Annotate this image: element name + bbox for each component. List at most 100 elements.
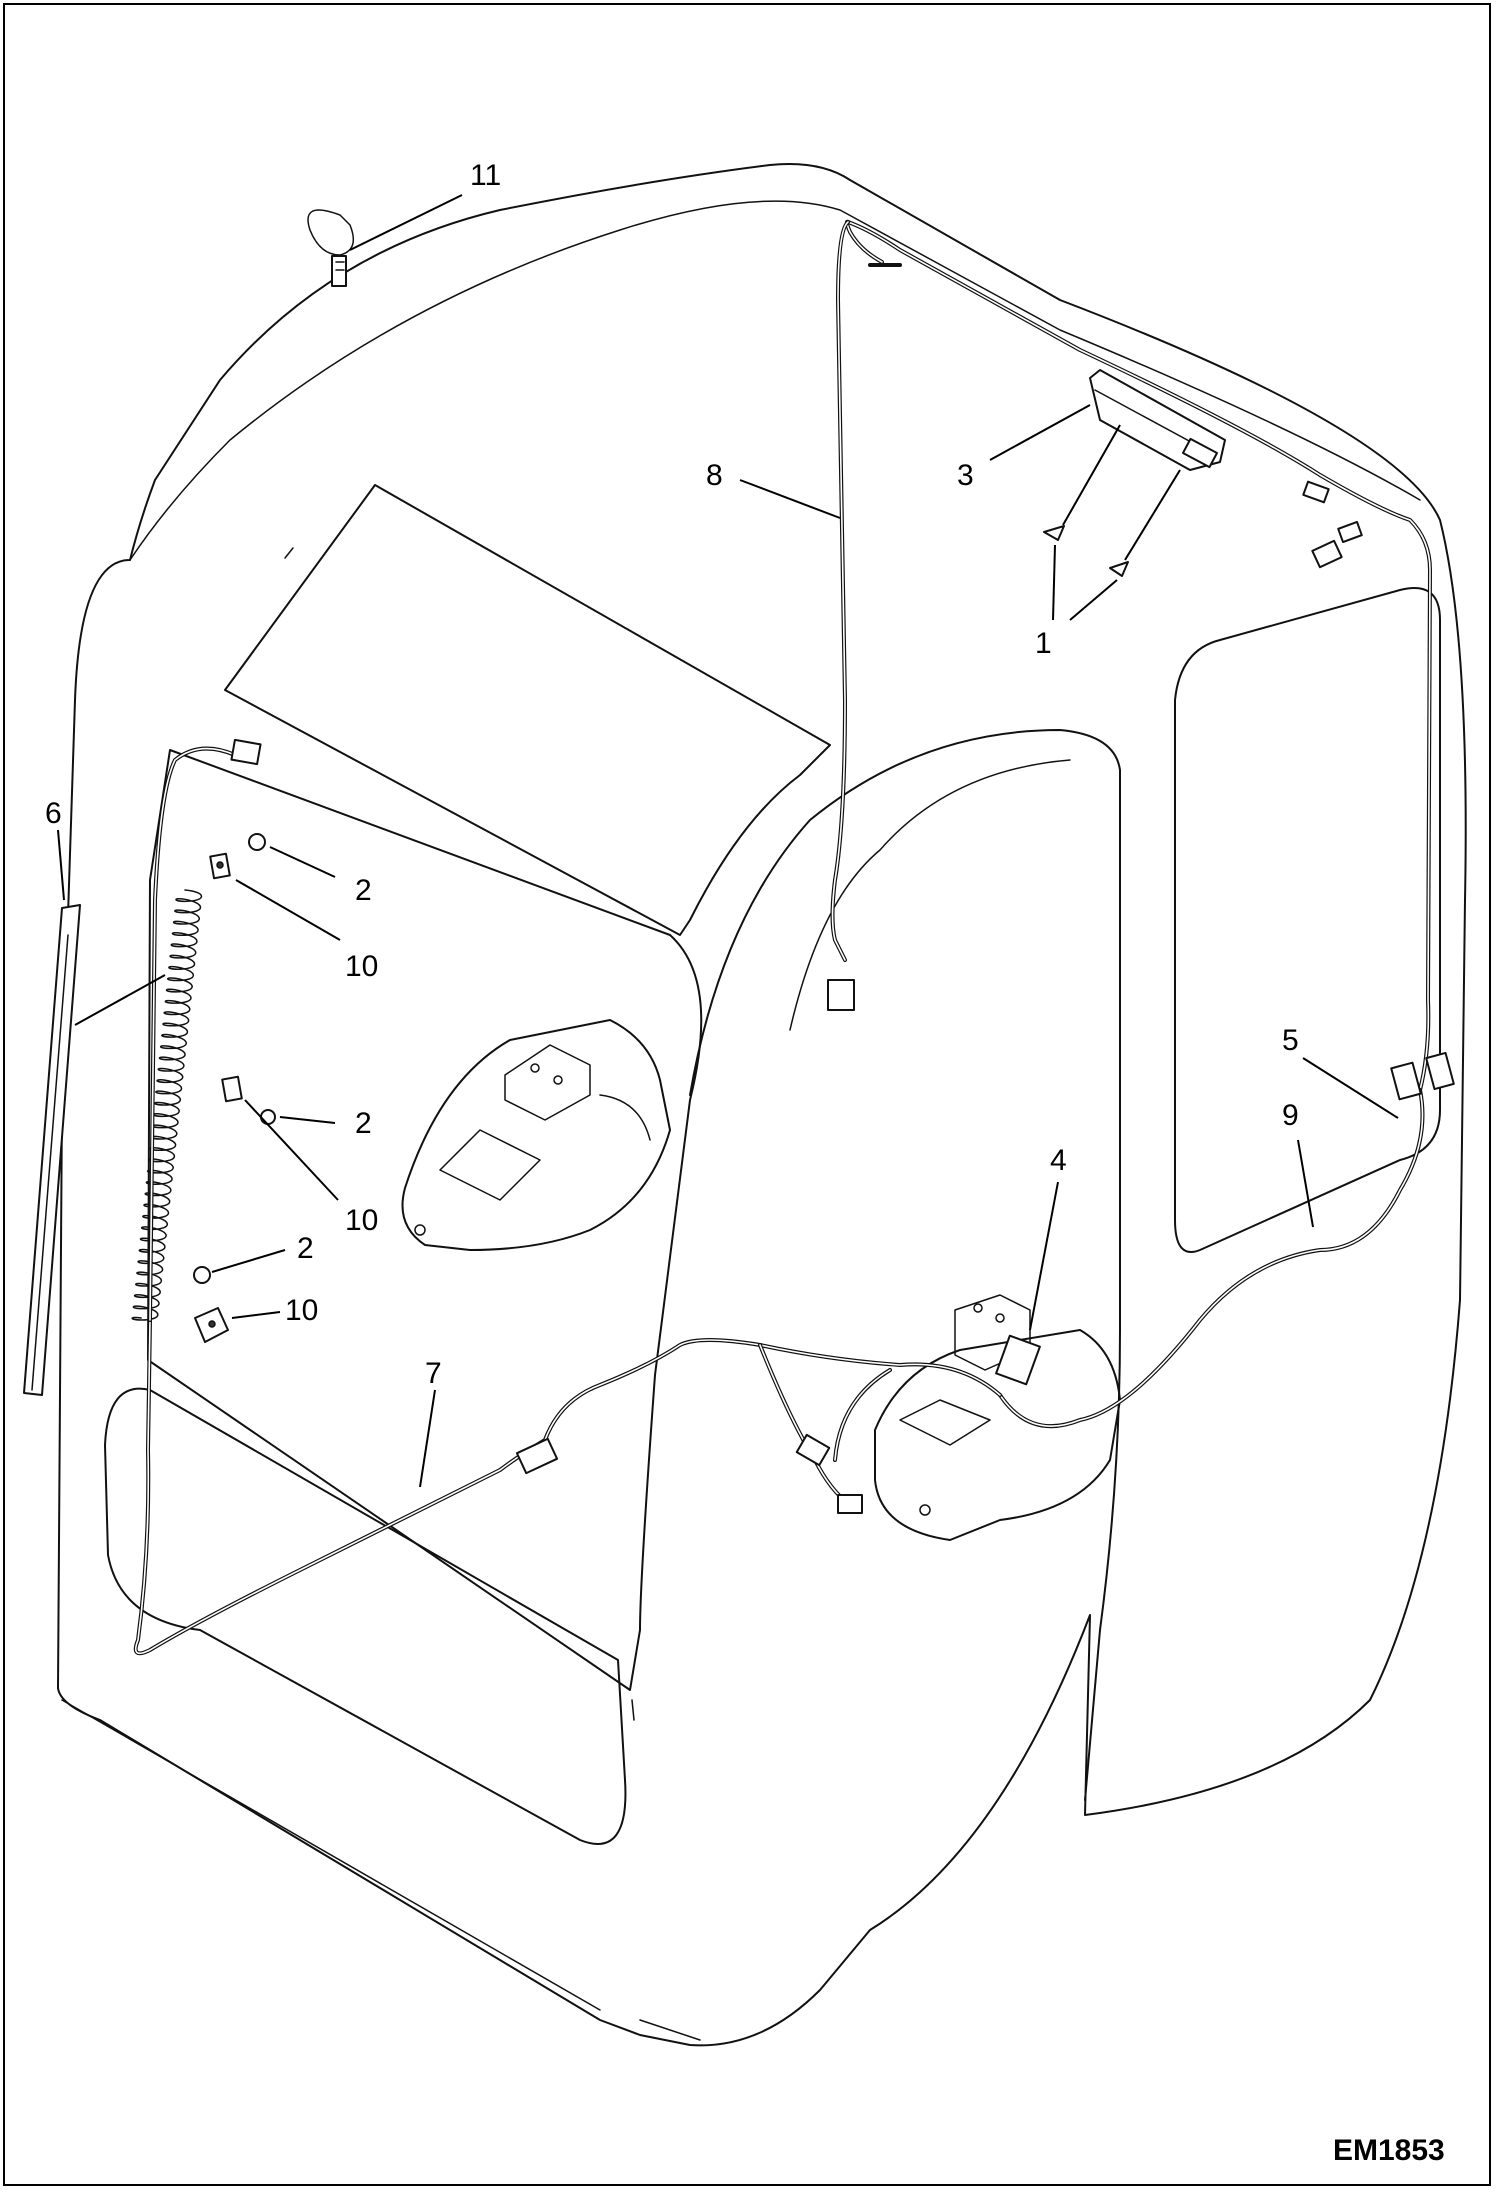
leader-3 bbox=[989, 404, 1091, 461]
callout-3: 3 bbox=[957, 459, 974, 492]
connector-roof-c bbox=[1337, 521, 1363, 543]
part-1-rivets bbox=[1043, 525, 1129, 577]
harness-9 bbox=[998, 1088, 1425, 1429]
leader-9 bbox=[1297, 1139, 1314, 1228]
cab-floor-edge bbox=[61, 1699, 601, 2011]
console-hole bbox=[995, 1313, 1005, 1323]
callout-10-mid: 10 bbox=[345, 1204, 378, 1237]
leader-10b bbox=[244, 1099, 339, 1201]
harness-7-branch-inner bbox=[759, 1344, 851, 1506]
console-foot bbox=[919, 1504, 931, 1516]
connector-4 bbox=[995, 1334, 1041, 1386]
callout-8: 8 bbox=[706, 459, 723, 492]
coiled-cord-path bbox=[131, 889, 203, 1321]
leader-10a bbox=[235, 879, 341, 941]
left-console bbox=[401, 1019, 671, 1251]
diagram-frame bbox=[3, 3, 1491, 2186]
connectors bbox=[230, 480, 1455, 1514]
leader-8 bbox=[739, 479, 841, 519]
screw-2a bbox=[248, 833, 266, 851]
leader-1a bbox=[1052, 544, 1056, 621]
clip-10b bbox=[221, 1075, 243, 1103]
leader-11 bbox=[349, 194, 463, 251]
callout-4: 4 bbox=[1050, 1144, 1067, 1177]
callout-1: 1 bbox=[1035, 627, 1052, 660]
loop-tie-clip bbox=[331, 255, 347, 287]
wiring-harnesses bbox=[133, 219, 1432, 1656]
leader-2b bbox=[279, 1116, 336, 1124]
screw-2c bbox=[193, 1266, 211, 1284]
leader-5 bbox=[1302, 1057, 1399, 1119]
roof-window bbox=[224, 484, 831, 936]
leader-1b bbox=[1069, 579, 1118, 621]
cab-outer-shell bbox=[57, 163, 1467, 2047]
left-console-side bbox=[599, 1094, 651, 1141]
leader-3b bbox=[1062, 424, 1121, 526]
console-hole bbox=[553, 1075, 563, 1085]
leader-3c bbox=[1124, 469, 1181, 561]
leader-2c bbox=[211, 1249, 286, 1273]
part-2-10-clips bbox=[193, 833, 276, 1343]
callout-10-low: 10 bbox=[285, 1294, 318, 1327]
harness-7-branch bbox=[758, 1343, 852, 1507]
screw-2b bbox=[260, 1109, 276, 1125]
callout-11: 11 bbox=[470, 159, 501, 192]
door-seam bbox=[631, 1699, 635, 1721]
harness-8 bbox=[844, 219, 1432, 1092]
leader-7 bbox=[419, 1389, 436, 1488]
harness-8-inner bbox=[846, 220, 1431, 1091]
coiled-cord bbox=[131, 889, 203, 1321]
connector-floor-b bbox=[837, 1494, 863, 1514]
leader-lines bbox=[57, 194, 1399, 1488]
callout-6: 6 bbox=[45, 797, 62, 830]
callout-2-mid: 2 bbox=[355, 1107, 372, 1140]
harness-8-down bbox=[830, 220, 850, 962]
cab-floor-edge-2 bbox=[639, 2019, 701, 2041]
leader-6b bbox=[74, 974, 166, 1026]
part-11-loop-tie bbox=[307, 209, 355, 287]
roof-window-inner bbox=[284, 547, 294, 559]
callout-5: 5 bbox=[1282, 1024, 1299, 1057]
seal-strip-body bbox=[23, 904, 81, 1396]
connector-roof-a bbox=[1302, 480, 1330, 504]
harness-7 bbox=[133, 1318, 1002, 1656]
loop-tie-ring bbox=[307, 209, 355, 256]
console-hole bbox=[973, 1303, 983, 1313]
connector-pillar-8 bbox=[827, 979, 855, 1011]
left-console-top bbox=[504, 1044, 591, 1121]
connector-left-top bbox=[230, 738, 262, 766]
left-lower-window bbox=[104, 1387, 627, 1845]
callout-9: 9 bbox=[1282, 1099, 1299, 1132]
center-pillar bbox=[689, 729, 1121, 1801]
right-console bbox=[874, 1294, 1121, 1541]
leader-10c bbox=[231, 1311, 281, 1319]
connector-7 bbox=[515, 1437, 559, 1475]
callout-2-top: 2 bbox=[355, 874, 372, 907]
left-console-panel bbox=[439, 1129, 541, 1201]
harness-8-down-inner bbox=[831, 221, 849, 961]
leader-4 bbox=[1029, 1181, 1059, 1331]
harness-9-inner bbox=[999, 1089, 1424, 1427]
rivet-1 bbox=[1043, 525, 1065, 541]
left-console-body bbox=[401, 1019, 671, 1251]
harness-7-branch2-inner bbox=[834, 1369, 891, 1461]
leader-6 bbox=[57, 829, 65, 901]
callout-2-low: 2 bbox=[297, 1232, 314, 1265]
connector-5a bbox=[1390, 1061, 1422, 1101]
harness-7-inner bbox=[134, 1319, 1001, 1655]
callout-7: 7 bbox=[425, 1357, 442, 1390]
clip-hole bbox=[208, 1320, 216, 1328]
console-hole bbox=[530, 1063, 540, 1073]
seal-strip-edge bbox=[31, 934, 69, 1391]
callout-10-top: 10 bbox=[345, 950, 378, 983]
console-foot bbox=[414, 1224, 426, 1236]
connector-floor-a bbox=[795, 1433, 831, 1467]
rivet-2 bbox=[1109, 561, 1129, 577]
connector-5b bbox=[1425, 1051, 1455, 1091]
figure-id: EM1853 bbox=[1333, 2134, 1445, 2167]
left-door-opening bbox=[147, 749, 703, 1691]
dome-light-switch bbox=[1182, 437, 1218, 469]
leader-2a bbox=[269, 846, 336, 878]
right-side-window bbox=[1174, 587, 1441, 1253]
